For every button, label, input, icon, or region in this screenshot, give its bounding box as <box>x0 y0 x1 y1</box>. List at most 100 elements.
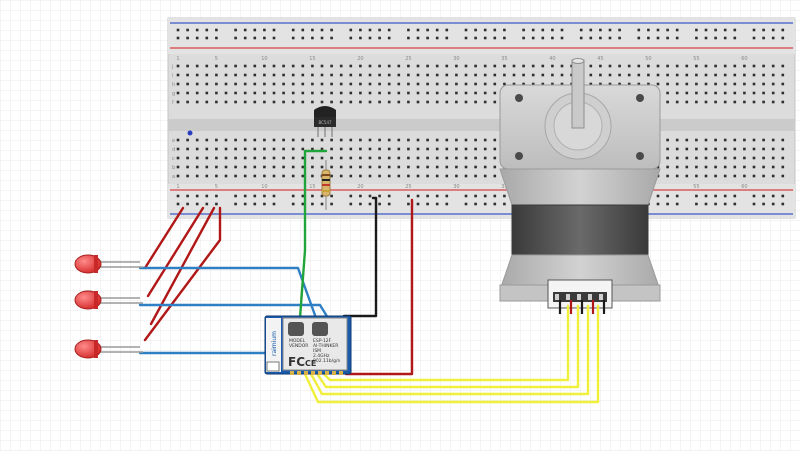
module-ism: ISM <box>313 348 321 354</box>
hole <box>445 174 449 178</box>
hole <box>426 82 429 86</box>
hole <box>599 28 602 32</box>
hole <box>301 91 305 95</box>
hole <box>637 28 641 32</box>
hole <box>378 36 381 40</box>
hole <box>349 28 353 32</box>
hole <box>195 64 199 68</box>
hole <box>752 147 756 151</box>
hole <box>685 73 689 77</box>
hole <box>407 174 410 178</box>
hole <box>483 36 487 40</box>
hole <box>426 202 429 206</box>
transistor-body <box>314 117 336 127</box>
hole <box>205 28 209 32</box>
hole <box>704 202 708 206</box>
hole <box>243 194 247 198</box>
hole <box>176 36 180 40</box>
hole <box>243 36 247 40</box>
column-number: 1 <box>176 184 179 190</box>
hole <box>311 91 314 95</box>
hole <box>359 28 362 32</box>
hole <box>474 147 477 151</box>
column-number: 35 <box>501 56 507 62</box>
hole <box>531 82 535 86</box>
column-number: 20 <box>357 184 363 190</box>
hole <box>714 147 717 151</box>
hole <box>176 73 180 77</box>
hole <box>675 28 679 32</box>
hole <box>301 28 305 32</box>
hole <box>263 138 266 142</box>
hole <box>186 165 189 169</box>
hole <box>522 82 525 86</box>
hole <box>186 28 189 32</box>
hole <box>618 36 621 40</box>
column-number: 30 <box>453 56 459 62</box>
hole <box>714 138 717 142</box>
hole <box>234 165 237 169</box>
hole <box>474 82 477 86</box>
hole <box>176 147 180 151</box>
hole <box>378 156 381 160</box>
hole <box>743 100 746 104</box>
hole <box>618 64 621 68</box>
hole <box>176 194 180 198</box>
hole <box>272 194 276 198</box>
hole <box>387 100 391 104</box>
hole <box>368 91 372 95</box>
hole <box>368 100 372 104</box>
hole <box>714 202 717 206</box>
hole <box>359 82 362 86</box>
hole <box>675 64 679 68</box>
hole <box>397 147 401 151</box>
transistor: BC547 <box>314 106 336 137</box>
hole <box>378 64 381 68</box>
hole <box>714 156 717 160</box>
hole <box>416 194 420 198</box>
hole <box>320 156 324 160</box>
hole <box>215 174 218 178</box>
hole <box>253 202 257 206</box>
hole <box>368 73 372 77</box>
hole <box>474 64 477 68</box>
hole <box>397 91 401 95</box>
row-letter: j <box>171 64 173 70</box>
breadboard-marker <box>187 130 193 136</box>
hole <box>762 194 765 198</box>
hole <box>522 64 525 68</box>
hole <box>349 174 353 178</box>
hole <box>311 194 314 198</box>
hole <box>378 28 381 32</box>
hole <box>483 174 487 178</box>
row-letter: b <box>172 165 175 171</box>
hole <box>359 202 362 206</box>
hole <box>263 156 266 160</box>
hole <box>685 165 689 169</box>
hole <box>378 147 381 151</box>
hole <box>771 174 775 178</box>
hole <box>599 82 602 86</box>
hole <box>435 138 439 142</box>
hole <box>608 82 612 86</box>
hole <box>215 202 218 206</box>
hole <box>176 165 180 169</box>
hole <box>656 28 660 32</box>
hole <box>349 202 353 206</box>
hole <box>272 138 276 142</box>
hole <box>349 194 353 198</box>
wifi-module: raimium MODEL VENDOR ESP-12F AI-THINKER … <box>264 315 352 375</box>
hole <box>195 138 199 142</box>
hole <box>666 194 669 198</box>
hole <box>215 64 218 68</box>
row-letter: e <box>172 138 175 144</box>
hole <box>176 64 180 68</box>
hole <box>339 174 343 178</box>
hole <box>176 156 180 160</box>
hole <box>435 156 439 160</box>
hole <box>349 165 353 169</box>
hole <box>618 28 621 32</box>
hole <box>733 73 737 77</box>
hole <box>733 36 737 40</box>
hole <box>234 100 237 104</box>
